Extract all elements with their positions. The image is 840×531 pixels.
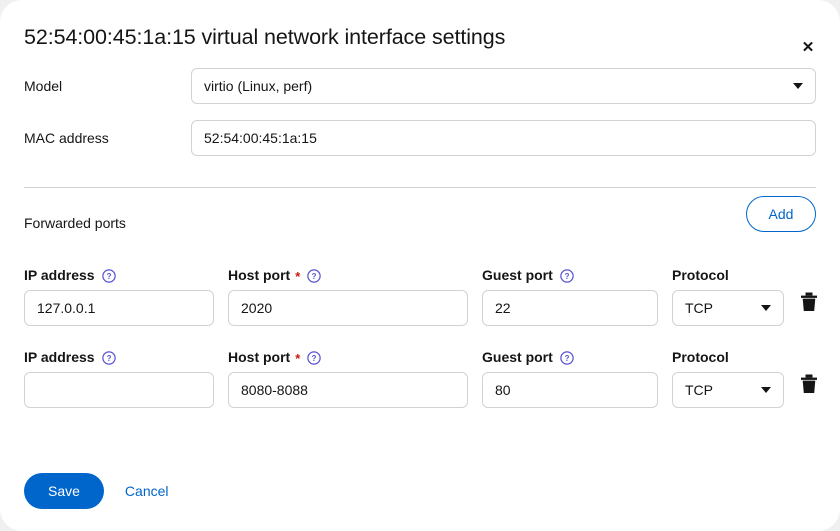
ip-address-input-1[interactable]: [24, 372, 214, 408]
guest-port-label-1: Guest port ?: [482, 348, 658, 366]
protocol-select-value: TCP: [685, 300, 713, 316]
add-port-button[interactable]: Add: [746, 196, 816, 232]
save-button[interactable]: Save: [24, 473, 104, 509]
forwarded-port-row: IP address ? Host port * ?: [24, 348, 818, 408]
protocol-label-text: Protocol: [672, 349, 729, 365]
protocol-label-text: Protocol: [672, 267, 729, 283]
svg-text:?: ?: [106, 272, 111, 281]
ip-address-label-text: IP address: [24, 349, 95, 365]
guest-port-input-0[interactable]: [482, 290, 658, 326]
protocol-select-0[interactable]: TCP: [672, 290, 784, 326]
page-title: 52:54:00:45:1a:15 virtual network interf…: [24, 25, 506, 49]
chevron-down-icon: [793, 83, 803, 89]
mac-address-row: MAC address: [24, 120, 816, 156]
host-port-label-0: Host port * ?: [228, 266, 468, 284]
protocol-label-0: Protocol: [672, 266, 784, 284]
cancel-button[interactable]: Cancel: [124, 483, 169, 499]
trash-icon: [800, 292, 818, 312]
svg-text:?: ?: [312, 272, 317, 281]
chevron-down-icon: [761, 305, 771, 311]
guest-port-label-text: Guest port: [482, 349, 553, 365]
help-circle-icon[interactable]: ?: [307, 269, 322, 283]
host-port-input-0[interactable]: [228, 290, 468, 326]
help-circle-icon[interactable]: ?: [101, 351, 116, 365]
chevron-down-icon: [761, 387, 771, 393]
model-row: Model virtio (Linux, perf): [24, 68, 816, 104]
svg-text:?: ?: [564, 354, 569, 363]
protocol-select-1[interactable]: TCP: [672, 372, 784, 408]
svg-text:?: ?: [564, 272, 569, 281]
section-divider: [24, 187, 816, 188]
close-icon[interactable]: ✕: [794, 33, 822, 61]
ip-address-input-0[interactable]: [24, 290, 214, 326]
help-circle-icon[interactable]: ?: [560, 269, 574, 283]
svg-text:?: ?: [106, 354, 111, 363]
forwarded-port-row: IP address ? Host port * ?: [24, 266, 818, 326]
help-circle-icon[interactable]: ?: [101, 269, 116, 283]
delete-port-button-1[interactable]: [800, 374, 818, 394]
protocol-label-1: Protocol: [672, 348, 784, 366]
guest-port-input-1[interactable]: [482, 372, 658, 408]
forwarded-ports-list: IP address ? Host port * ?: [24, 266, 818, 430]
guest-port-label-0: Guest port ?: [482, 266, 658, 284]
ip-address-label-1: IP address ?: [24, 348, 214, 366]
model-select[interactable]: virtio (Linux, perf): [191, 68, 816, 104]
interface-settings-form: Model virtio (Linux, perf) MAC address: [24, 68, 816, 172]
svg-text:?: ?: [312, 354, 317, 363]
host-port-label-text: Host port: [228, 349, 291, 365]
forwarded-ports-header: Forwarded ports Add: [24, 196, 816, 240]
trash-icon: [800, 374, 818, 394]
ip-address-label-0: IP address ?: [24, 266, 214, 284]
protocol-select-value: TCP: [685, 382, 713, 398]
required-marker: *: [295, 351, 301, 366]
dialog-footer: Save Cancel: [24, 473, 169, 509]
mac-address-input[interactable]: [191, 120, 816, 156]
required-marker: *: [295, 269, 301, 284]
host-port-label-1: Host port * ?: [228, 348, 468, 366]
host-port-input-1[interactable]: [228, 372, 468, 408]
help-circle-icon[interactable]: ?: [307, 351, 322, 365]
help-circle-icon[interactable]: ?: [560, 351, 574, 365]
delete-port-button-0[interactable]: [800, 292, 818, 312]
dialog-header: 52:54:00:45:1a:15 virtual network interf…: [24, 22, 816, 56]
model-select-value: virtio (Linux, perf): [204, 78, 313, 94]
mac-address-label: MAC address: [24, 130, 109, 146]
host-port-label-text: Host port: [228, 267, 291, 283]
model-label: Model: [24, 78, 63, 94]
forwarded-ports-title: Forwarded ports: [24, 215, 126, 231]
guest-port-label-text: Guest port: [482, 267, 553, 283]
ip-address-label-text: IP address: [24, 267, 95, 283]
